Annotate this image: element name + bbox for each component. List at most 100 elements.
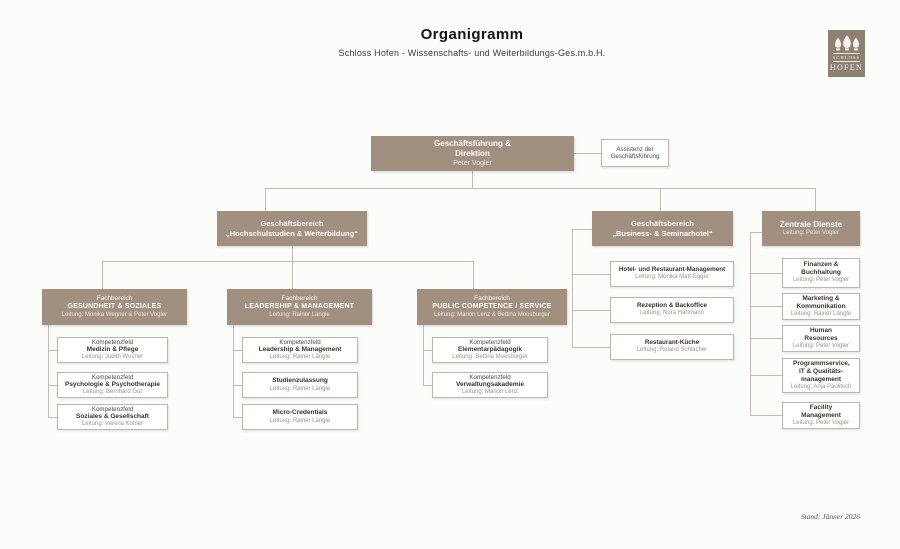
connector <box>233 350 242 351</box>
node-finanzen-buchhaltung: Finanzen & Buchhaltung Leitung: Peter Vo… <box>782 258 860 288</box>
page-title: Organigramm <box>420 26 524 43</box>
node-geschaeftsbereich-business: Geschäftsbereich „Business- & Seminarhot… <box>592 211 733 246</box>
connector <box>292 246 293 289</box>
node-title: Medizin & Pflege <box>86 345 139 353</box>
node-title: Soziales & Gesellschaft <box>76 412 149 420</box>
node-fachbereich-gesundheit: Fachbereich GESUNDHEIT & SOZIALES Leitun… <box>42 289 187 325</box>
node-title: Geschäftsführung & Direktion <box>434 138 511 158</box>
connector <box>48 417 57 418</box>
node-title: LEADERSHIP & MANAGEMENT <box>244 302 355 310</box>
node-leader: Leitung: Judith Wucher <box>81 354 144 361</box>
node-geschaeftsbereich-hochschulstudien: Geschäftsbereich „Hochschulstudien & Wei… <box>217 211 367 246</box>
node-leader: Leitung: Rainer Längle <box>269 385 331 392</box>
connector <box>233 385 242 386</box>
connector <box>750 273 782 274</box>
node-marketing-kommunikation: Marketing & Kommunikation Leitung: Raine… <box>782 293 860 320</box>
node-studienzulassung: Studienzulassung Leitung: Rainer Längle <box>242 372 358 398</box>
connector <box>574 153 601 154</box>
node-kompetenzfeld-psychologie: Kompetenzfeld Psychologie & Psychotherap… <box>57 372 168 398</box>
node-title: „Hochschulstudien & Weiterbildung“ <box>226 228 358 238</box>
node-kompetenzfeld-verwaltungsakademie: Kompetenzfeld Verwaltungsakademie Leitun… <box>432 372 548 398</box>
connector <box>750 375 782 376</box>
node-leader: Leitung: Verena Kohler <box>81 421 144 428</box>
connector <box>572 229 573 348</box>
node-title: Assistenz der Geschäftsführung <box>610 145 660 160</box>
node-kind: Geschäftsbereich <box>631 218 694 228</box>
node-title: Elementarpädagogik <box>458 345 522 353</box>
node-title: Hotel- und Restaurant-Management <box>618 266 726 274</box>
node-leader: Peter Vogler <box>453 159 492 167</box>
node-kind: Kompetenzfeld <box>91 405 134 413</box>
connector <box>265 188 815 189</box>
node-title: Programmservice, IT & Qualitäts-manageme… <box>793 359 850 383</box>
node-kind: Kompetenzfeld <box>279 338 321 346</box>
node-title: Leadership & Management <box>258 345 342 353</box>
connector <box>233 325 234 418</box>
connector <box>572 229 592 230</box>
node-leader: Leitung: Bernhard Gut <box>82 389 143 396</box>
node-kind: Fachbereich <box>96 295 133 303</box>
schloss-hofen-logo: SCHLOSS HOFEN <box>828 30 865 77</box>
node-kind: Kompetenzfeld <box>469 373 511 381</box>
node-title: Restaurant-Küche <box>644 339 700 347</box>
connector <box>472 171 473 188</box>
connector <box>423 385 432 386</box>
node-title: Finanzen & Buchhaltung <box>801 261 841 277</box>
node-zentrale-dienste: Zentrale Dienste Leitung: Peter Vogler <box>762 211 860 246</box>
connector <box>750 306 782 307</box>
stand-date: Stand: Jänner 2026 <box>800 512 860 521</box>
node-leader: Leitung: Peter Vogler <box>792 419 850 426</box>
node-title: Facility Management <box>801 403 841 419</box>
logo-text-hofen: HOFEN <box>829 63 864 72</box>
node-leader: Leitung: Nora Hartmann <box>639 310 705 317</box>
node-title: PUBLIC COMPETENCE / SERVICE <box>432 302 552 310</box>
connector <box>750 232 762 233</box>
node-title: GESUNDHEIT & SOZIALES <box>67 302 162 310</box>
node-leader: Leitung: Roland Schlacher <box>636 347 708 354</box>
node-kind: Kompetenzfeld <box>469 338 511 346</box>
connector <box>48 385 57 386</box>
node-leader: Leitung: Rainer Längle <box>269 417 331 424</box>
node-kind: Kompetenzfeld <box>91 373 134 381</box>
node-kind: Kompetenzfeld <box>91 338 134 346</box>
node-leader: Leitung: Bettina Moosburger <box>452 354 528 361</box>
node-leader: Leitung: Peter Vogler <box>792 342 850 349</box>
connector <box>572 274 610 275</box>
node-title: Verwaltungsakademie <box>456 380 524 388</box>
connector <box>423 350 432 351</box>
node-leader: Leitung: Monika Matt-Egger <box>635 274 709 281</box>
node-leader: Leitung: Marion Lenz & Bettina Moosburge… <box>434 311 550 318</box>
connector <box>233 417 242 418</box>
connector <box>423 325 424 386</box>
connector <box>473 261 474 289</box>
connector <box>750 338 782 339</box>
node-leader: Leitung: Rainer Längle <box>269 354 331 361</box>
connector <box>48 325 49 418</box>
node-title: Rezeption & Backoffice <box>637 302 707 310</box>
node-kompetenzfeld-medizin-pflege: Kompetenzfeld Medizin & Pflege Leitung: … <box>57 337 168 363</box>
node-kind: Fachbereich <box>281 295 318 303</box>
node-leader: Leitung: Marion Lenz <box>461 389 519 396</box>
node-human-resources: Human Resources Leitung: Peter Vogler <box>782 325 860 352</box>
node-kompetenzfeld-leadership: Kompetenzfeld Leadership & Management Le… <box>242 337 358 363</box>
connector <box>660 188 661 211</box>
node-leader: Leitung: Rainer Längle <box>269 311 330 318</box>
node-title: Human Resources <box>804 326 838 342</box>
node-leader: Leitung: Peter Vogler <box>782 229 840 236</box>
node-leader: Leitung: Monika Wegner & Peter Vogler <box>61 311 168 318</box>
node-programmservice-it-qualitaet: Programmservice, IT & Qualitäts-manageme… <box>782 358 860 393</box>
connector <box>815 188 816 211</box>
node-kompetenzfeld-elementarpaedagogik: Kompetenzfeld Elementarpädagogik Leitung… <box>432 337 548 363</box>
page-subtitle: Schloss Hofen - Wissenschafts- und Weite… <box>338 48 606 58</box>
castle-domes-icon <box>834 35 859 51</box>
connector <box>750 232 751 416</box>
connector <box>750 415 782 416</box>
node-leader: Leitung: Peter Vogler <box>792 277 850 284</box>
connector <box>102 261 103 289</box>
node-kompetenzfeld-soziales: Kompetenzfeld Soziales & Gesellschaft Le… <box>57 404 168 430</box>
connector <box>572 347 610 348</box>
node-fachbereich-public-competence: Fachbereich PUBLIC COMPETENCE / SERVICE … <box>417 289 567 325</box>
node-leader: Leitung: Anja Paulitsch <box>790 383 852 390</box>
node-kind: Geschäftsbereich <box>260 218 324 228</box>
